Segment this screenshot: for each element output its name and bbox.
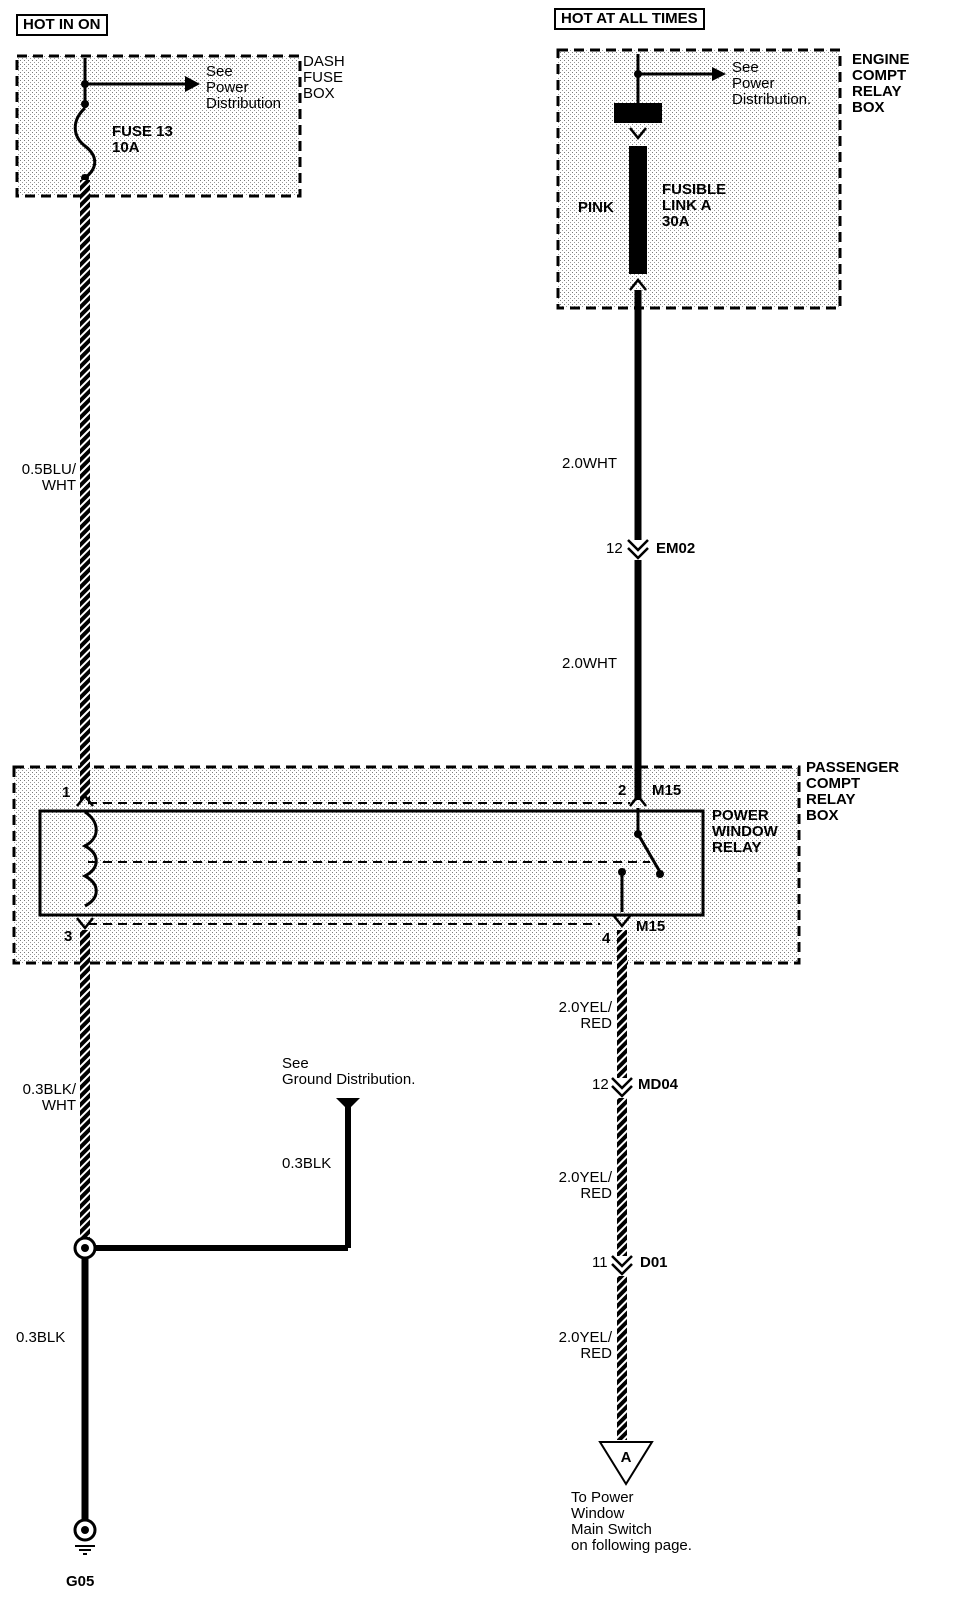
passenger-compt-relay-box-label: PASSENGER COMPT RELAY BOX	[806, 759, 900, 824]
wire-yel-red-3	[617, 1276, 627, 1440]
relay-contact	[656, 870, 664, 878]
connector-pin-2	[629, 793, 647, 807]
arrow-head-icon	[185, 76, 200, 92]
bus-junction	[81, 100, 89, 108]
fusible-link-cap	[614, 103, 662, 123]
ground-label: G05	[66, 1573, 95, 1590]
fusible-link-a	[629, 146, 647, 274]
engine-compt-relay-box-label: ENGINE COMPT RELAY BOX	[852, 51, 910, 116]
connector-d01-name: D01	[640, 1254, 668, 1271]
wire-blk-wht	[80, 930, 90, 1248]
connector-d01-pin: 11	[592, 1254, 608, 1271]
wire-label-blk: 0.3BLK	[16, 1329, 66, 1346]
fuse-13-label: FUSE 13 10A	[112, 123, 173, 156]
fusible-link-color-label: PINK	[578, 199, 614, 216]
ground-distribution-arrow-icon	[336, 1098, 360, 1110]
power-window-relay-label: POWER WINDOW RELAY	[712, 807, 778, 856]
relay-pin-3-label: 3	[64, 928, 73, 945]
connector-em02-pin: 12	[606, 540, 623, 557]
dash-fuse-box-label: DASH FUSE BOX	[303, 53, 345, 102]
to-main-switch-reference: To Power Window Main Switch on following…	[571, 1489, 692, 1554]
connector-m15-top-name: M15	[652, 782, 682, 799]
wire-label-yel-red-2: 2.0YEL/ RED	[558, 1169, 612, 1202]
relay-coil	[81, 810, 98, 908]
connector-d01-symbol	[611, 1263, 633, 1276]
wire-label-yel-red-3: 2.0YEL/ RED	[558, 1329, 612, 1362]
hot-in-on-header: HOT IN ON	[16, 14, 108, 36]
wire-yel-red-2	[617, 1098, 627, 1256]
fusible-link-connector-top	[629, 127, 647, 141]
offpage-connector-triangle	[598, 1441, 654, 1486]
fuse-13-symbol	[73, 106, 97, 180]
connector-d01-symbol	[611, 1255, 633, 1268]
ground-splice-dot	[81, 1244, 89, 1252]
wire-label-yel-red-1: 2.0YEL/ RED	[558, 999, 612, 1032]
power-distribution-reference-1: See Power Distribution	[206, 63, 282, 112]
fusible-link-label: FUSIBLE LINK A 30A	[662, 181, 727, 230]
connector-pin-1	[76, 793, 94, 807]
wire-blu-wht	[80, 180, 90, 800]
connector-pin-3	[76, 917, 94, 931]
connector-md04-symbol	[611, 1077, 633, 1090]
ground-distribution-reference: See Ground Distribution.	[282, 1055, 416, 1088]
relay-pin-1-label: 1	[62, 784, 71, 801]
connector-md04-pin: 12	[592, 1076, 609, 1093]
power-distribution-reference-2: See Power Distribution.	[732, 59, 812, 108]
arrow-head-icon	[712, 67, 726, 81]
wire-label-blu-wht: 0.5BLU/ WHT	[21, 461, 76, 494]
wire-label-blk-wht: 0.3BLK/ WHT	[22, 1081, 76, 1114]
connector-m15-top-pin: 2	[618, 782, 627, 799]
connector-m15-bottom-name: M15	[636, 918, 666, 935]
connector-em02-name: EM02	[656, 540, 696, 557]
wire-yel-red-1	[617, 930, 627, 1078]
offpage-connector-letter: A	[621, 1449, 632, 1466]
wire-label-wht-lower: 2.0WHT	[562, 655, 618, 672]
connector-em02-symbol	[627, 539, 649, 552]
connector-md04-symbol	[611, 1085, 633, 1098]
ground-terminal-dot	[81, 1526, 89, 1534]
dash-fuse-box	[15, 54, 302, 198]
fusible-link-connector-bottom	[629, 277, 647, 291]
hot-at-all-times-header: HOT AT ALL TIMES	[554, 8, 705, 30]
relay-switch-arm	[636, 833, 662, 873]
connector-m15-bottom-pin: 4	[602, 930, 611, 947]
wire-label-blk-branch: 0.3BLK	[282, 1155, 332, 1172]
connector-md04-name: MD04	[638, 1076, 679, 1093]
engine-compt-relay-box	[556, 48, 842, 310]
connector-em02-symbol	[627, 547, 649, 560]
wire-label-wht-upper: 2.0WHT	[562, 455, 618, 472]
connector-pin-4	[613, 915, 631, 929]
